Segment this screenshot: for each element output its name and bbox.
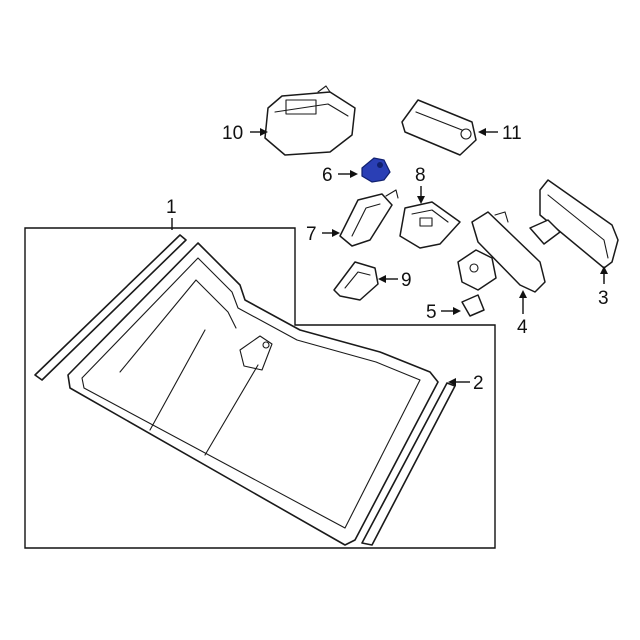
callout-11: 11 [502, 123, 522, 144]
arrow-6 [350, 170, 358, 178]
sensor-bracket [339, 189, 399, 247]
arrow-11 [478, 128, 486, 136]
arrow-8 [417, 196, 425, 204]
callout-7: 7 [306, 224, 317, 245]
mount-bracket [399, 201, 461, 249]
overhead-housing [401, 99, 477, 156]
small-cover [461, 294, 485, 317]
highlighted-sensor-shape [361, 157, 391, 183]
callout-5: 5 [426, 302, 437, 323]
rear-view-mirror [529, 179, 619, 283]
arrow-4 [519, 290, 527, 298]
arrow-9 [378, 275, 386, 283]
arrow-2 [448, 378, 456, 386]
arrow-5 [453, 307, 461, 315]
arrow-10 [260, 128, 268, 136]
callout-10: 10 [222, 123, 243, 144]
arrow-7 [332, 229, 340, 237]
control-module [264, 85, 356, 156]
upper-molding-strip [34, 234, 187, 381]
callout-1: 1 [166, 197, 177, 218]
callout-4: 4 [517, 317, 528, 338]
cover-trim [333, 261, 379, 301]
arrow-3 [600, 266, 608, 274]
callout-9: 9 [401, 270, 412, 291]
callout-3: 3 [598, 288, 609, 309]
side-molding-strip [361, 382, 456, 546]
callout-8: 8 [415, 165, 426, 186]
callout-2: 2 [473, 373, 484, 394]
windshield-group-box [24, 227, 496, 549]
mirror-mount [457, 211, 546, 293]
rain-sensor-highlighted [361, 157, 391, 183]
windshield-glass [67, 242, 439, 546]
callout-6: 6 [322, 165, 333, 186]
